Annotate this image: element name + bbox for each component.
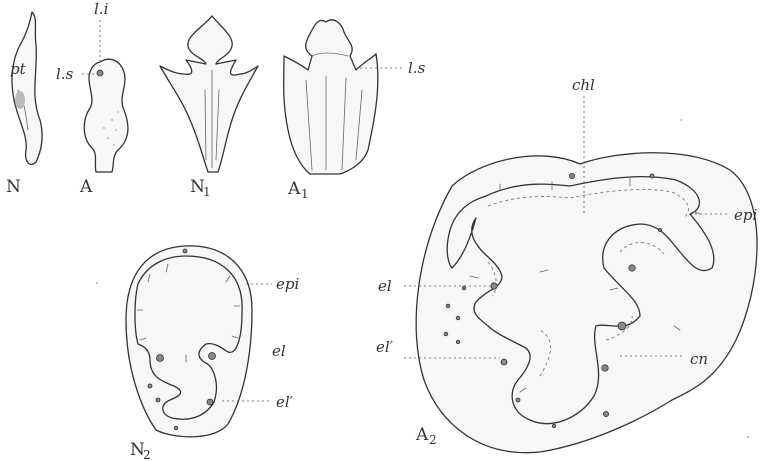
label-ls-a: l.s (56, 65, 74, 83)
figure-n1-drawing (160, 16, 258, 172)
label-chl: chl (572, 76, 595, 94)
label-ls-a1: l.s (408, 59, 426, 77)
figure-label-a1-sub: 1 (301, 187, 309, 201)
figure-label-n1-sub: 1 (203, 185, 211, 199)
figure-a-drawing (84, 59, 128, 172)
scan-speck (680, 119, 681, 120)
label-epi-n2: epi (276, 275, 299, 293)
label-pt: pt (10, 60, 27, 78)
scan-speck (96, 282, 98, 284)
figure-a1-drawing (284, 20, 378, 174)
label-el-a2: el (378, 277, 392, 295)
figure-label-a1: A (287, 179, 301, 199)
label-li: l.i (94, 0, 109, 18)
label-epi-a2: epi (734, 206, 757, 224)
figure-a2-drawing (416, 153, 757, 453)
label-el2-n2: el′ (276, 393, 294, 411)
figure-label-n: N (6, 177, 21, 197)
figure-label-a: A (79, 177, 93, 197)
scan-speck (747, 436, 749, 438)
figure-n-drawing (12, 12, 42, 164)
label-el2-a2: el′ (376, 338, 394, 356)
figure-label-a2-sub: 2 (429, 433, 437, 447)
figure-n2-drawing (126, 246, 252, 437)
label-cn: cn (690, 350, 708, 368)
label-el-n2: el (272, 342, 286, 360)
figure-label-n2-sub: 2 (143, 448, 151, 461)
figure-label-a2: A (415, 425, 429, 445)
